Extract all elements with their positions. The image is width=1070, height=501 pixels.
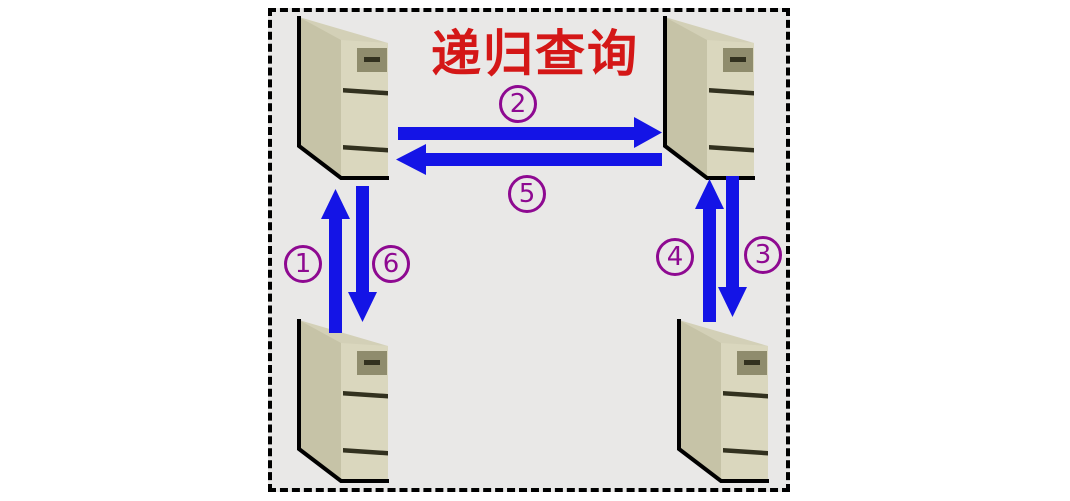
arrow-step-4-up-icon [695, 179, 724, 322]
server-icon-top-left [297, 14, 391, 180]
step-label-5: 5 [508, 175, 546, 213]
arrow-step-2-right-icon [398, 117, 662, 148]
step-label-3: 3 [744, 236, 782, 274]
arrow-step-1-up-icon [321, 189, 350, 333]
server-icon-top-right [663, 14, 757, 180]
arrow-step-3-down-icon [718, 176, 747, 317]
step-label-2: 2 [499, 85, 537, 123]
arrow-step-5-left-icon [396, 144, 662, 175]
step-label-4: 4 [656, 238, 694, 276]
step-label-1: 1 [284, 245, 322, 283]
step-label-6: 6 [372, 245, 410, 283]
server-icon-bottom-right [677, 317, 771, 483]
diagram-title: 递归查询 [431, 25, 639, 83]
server-icon-bottom-left [297, 317, 391, 483]
arrow-step-6-down-icon [348, 186, 377, 322]
